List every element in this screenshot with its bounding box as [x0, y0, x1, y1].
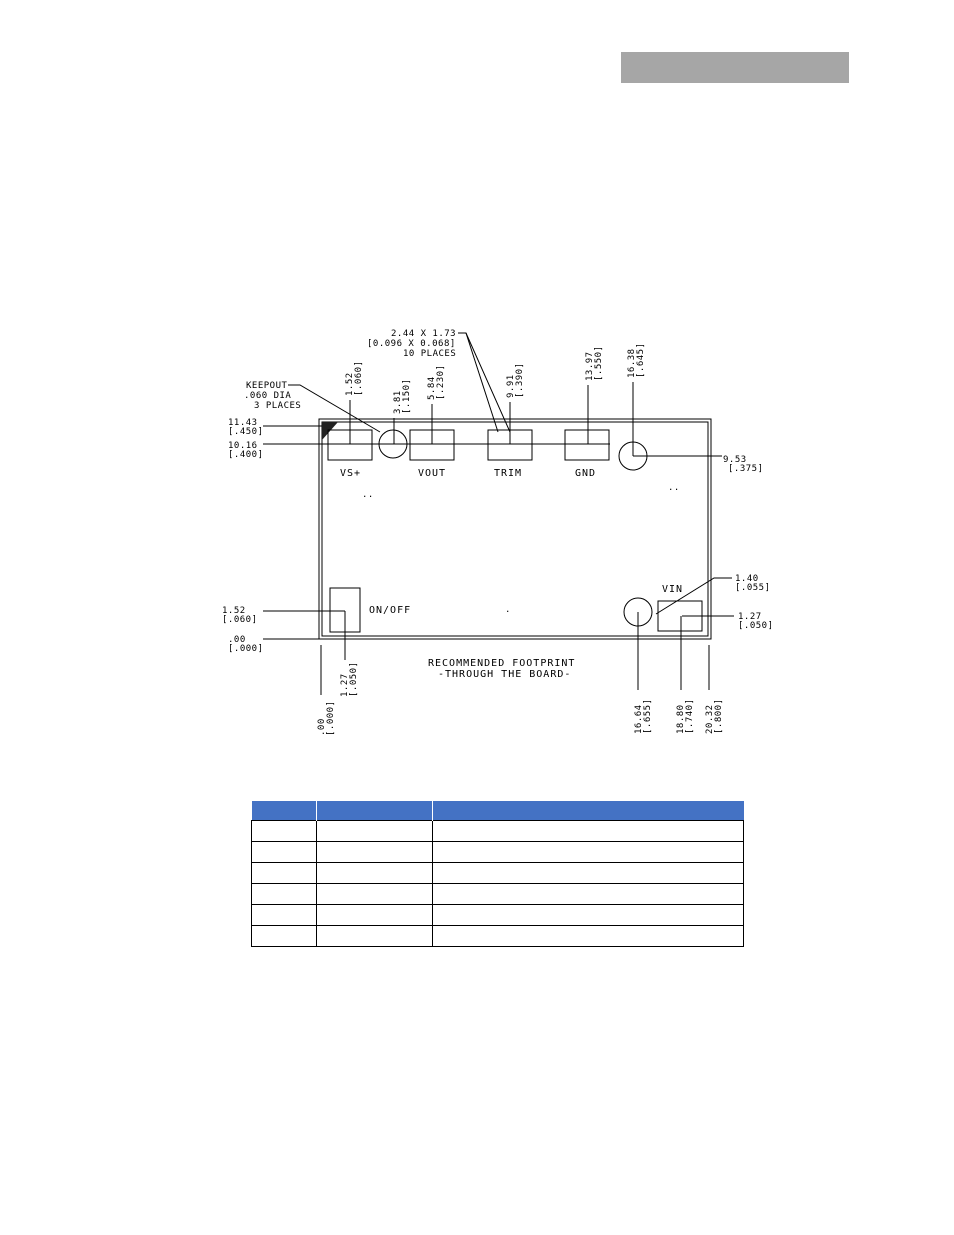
table-cell	[251, 841, 317, 863]
dim-bottom-16-64-in: [.655]	[643, 698, 653, 734]
dim-right-9-53-mm: 9.53	[723, 455, 747, 465]
dim-bottom-18-80-mm: 18.80	[676, 704, 686, 734]
pin-label-vout: VOUT	[418, 468, 446, 479]
header-bar	[621, 52, 849, 83]
keepout-places: 3 PLACES	[254, 401, 301, 411]
stray-mark: .	[505, 605, 511, 615]
pin-label-gnd: GND	[575, 468, 596, 479]
dim-left-11-43-mm: 11.43	[228, 418, 258, 428]
table-cell	[432, 883, 744, 905]
table-row	[251, 820, 744, 842]
table-header-cell	[251, 801, 317, 821]
table-cell	[432, 862, 744, 884]
dim-bottom-1-27-in: [.050]	[349, 661, 359, 697]
dim-top-1-52-mm: 1.52	[345, 372, 355, 396]
pin-label-on-off: ON/OFF	[369, 605, 411, 616]
table-cell	[251, 883, 317, 905]
dim-bottom-18-80-in: [.740]	[685, 698, 695, 734]
table-cell	[432, 904, 744, 926]
pad-size-leader-2	[465, 332, 499, 433]
table-cell	[432, 820, 744, 842]
dim-left-11-43-in: [.450]	[228, 427, 264, 437]
dim-bottom-20-32-in: [.800]	[714, 698, 724, 734]
pad-size-in: [0.096 X 0.068]	[367, 339, 456, 349]
dim-bottom-16-64-mm: 16.64	[634, 704, 644, 734]
board-outline-inner	[321, 421, 709, 637]
dim-top-5-84-mm: 5.84	[427, 376, 437, 400]
dim-top-13-97-in: [.550]	[594, 345, 604, 381]
table-row	[251, 925, 744, 947]
table-cell	[316, 841, 433, 863]
pad-size-places: 10 PLACES	[403, 349, 456, 359]
table-cell	[432, 925, 744, 947]
dim-top-3-81-in: [.150]	[402, 378, 412, 414]
stray-mark: ..	[668, 483, 680, 493]
dim-top-3-81-mm: 3.81	[393, 390, 403, 414]
stray-mark: ..	[362, 490, 374, 500]
dim-top-16-38-mm: 16.38	[627, 348, 637, 378]
table-header-cell	[316, 801, 433, 821]
dim-right-1-27-in: [.050]	[738, 621, 774, 631]
dim-top-9-91-in: [.390]	[515, 362, 525, 398]
table-row	[251, 862, 744, 884]
pin-table	[251, 801, 744, 947]
dim-top-1-52-in: [.060]	[354, 360, 364, 396]
table-cell	[251, 925, 317, 947]
pad-size-leader-1	[458, 332, 511, 433]
dim-bottom-00-mm: .00	[317, 718, 327, 736]
dim-bottom-20-32-mm: 20.32	[705, 704, 715, 734]
dim-bottom-1-27-mm: 1.27	[340, 673, 350, 697]
pin1-corner-marker	[322, 422, 338, 440]
keepout-dia: .060 DIA	[244, 391, 291, 401]
dim-bottom-00-in: [.000]	[326, 700, 336, 736]
pin-label-trim: TRIM	[494, 468, 522, 479]
table-cell	[432, 841, 744, 863]
pad-size-mm: 2.44 X 1.73	[391, 329, 456, 339]
table-row	[251, 841, 744, 863]
caption-line-1: RECOMMENDED FOOTPRINT	[428, 658, 575, 669]
table-cell	[316, 904, 433, 926]
table-cell	[316, 862, 433, 884]
table-cell	[251, 904, 317, 926]
table-cell	[251, 820, 317, 842]
table-cell	[316, 925, 433, 947]
dim-right-9-53-in: [.375]	[728, 464, 764, 474]
pin-label-vs-plus: VS+	[340, 468, 361, 479]
keepout-label: KEEPOUT	[246, 381, 288, 391]
table-cell	[251, 862, 317, 884]
dim-top-5-84-in: [.230]	[436, 364, 446, 400]
dim-left-1-52-mm: 1.52	[222, 606, 246, 616]
board-outline-outer	[318, 418, 712, 640]
dim-left-10-16-in: [.400]	[228, 450, 264, 460]
dim-left-1-52-in: [.060]	[222, 615, 258, 625]
dim-right-1-27-mm: 1.27	[738, 612, 762, 622]
table-cell	[316, 883, 433, 905]
dim-top-16-38-in: [.645]	[636, 342, 646, 378]
dim-right-1-40-in: [.055]	[735, 583, 771, 593]
keepout-leader	[288, 384, 381, 433]
pad-gnd	[564, 429, 610, 461]
dim-left-00-mm: .00	[228, 635, 246, 645]
pin-label-vin: VIN	[662, 584, 683, 595]
table-cell	[316, 820, 433, 842]
dim-left-00-in: [.000]	[228, 644, 264, 654]
dim-left-10-16-mm: 10.16	[228, 441, 258, 451]
caption-line-2: -THROUGH THE BOARD-	[438, 669, 571, 680]
table-header-cell	[432, 801, 744, 821]
table-row	[251, 883, 744, 905]
table-row	[251, 904, 744, 926]
table-header-row	[251, 801, 744, 821]
leader-1-40	[655, 577, 732, 615]
dim-right-1-40-mm: 1.40	[735, 574, 759, 584]
dim-top-13-97-mm: 13.97	[585, 351, 595, 381]
dim-top-9-91-mm: 9.91	[506, 374, 516, 398]
